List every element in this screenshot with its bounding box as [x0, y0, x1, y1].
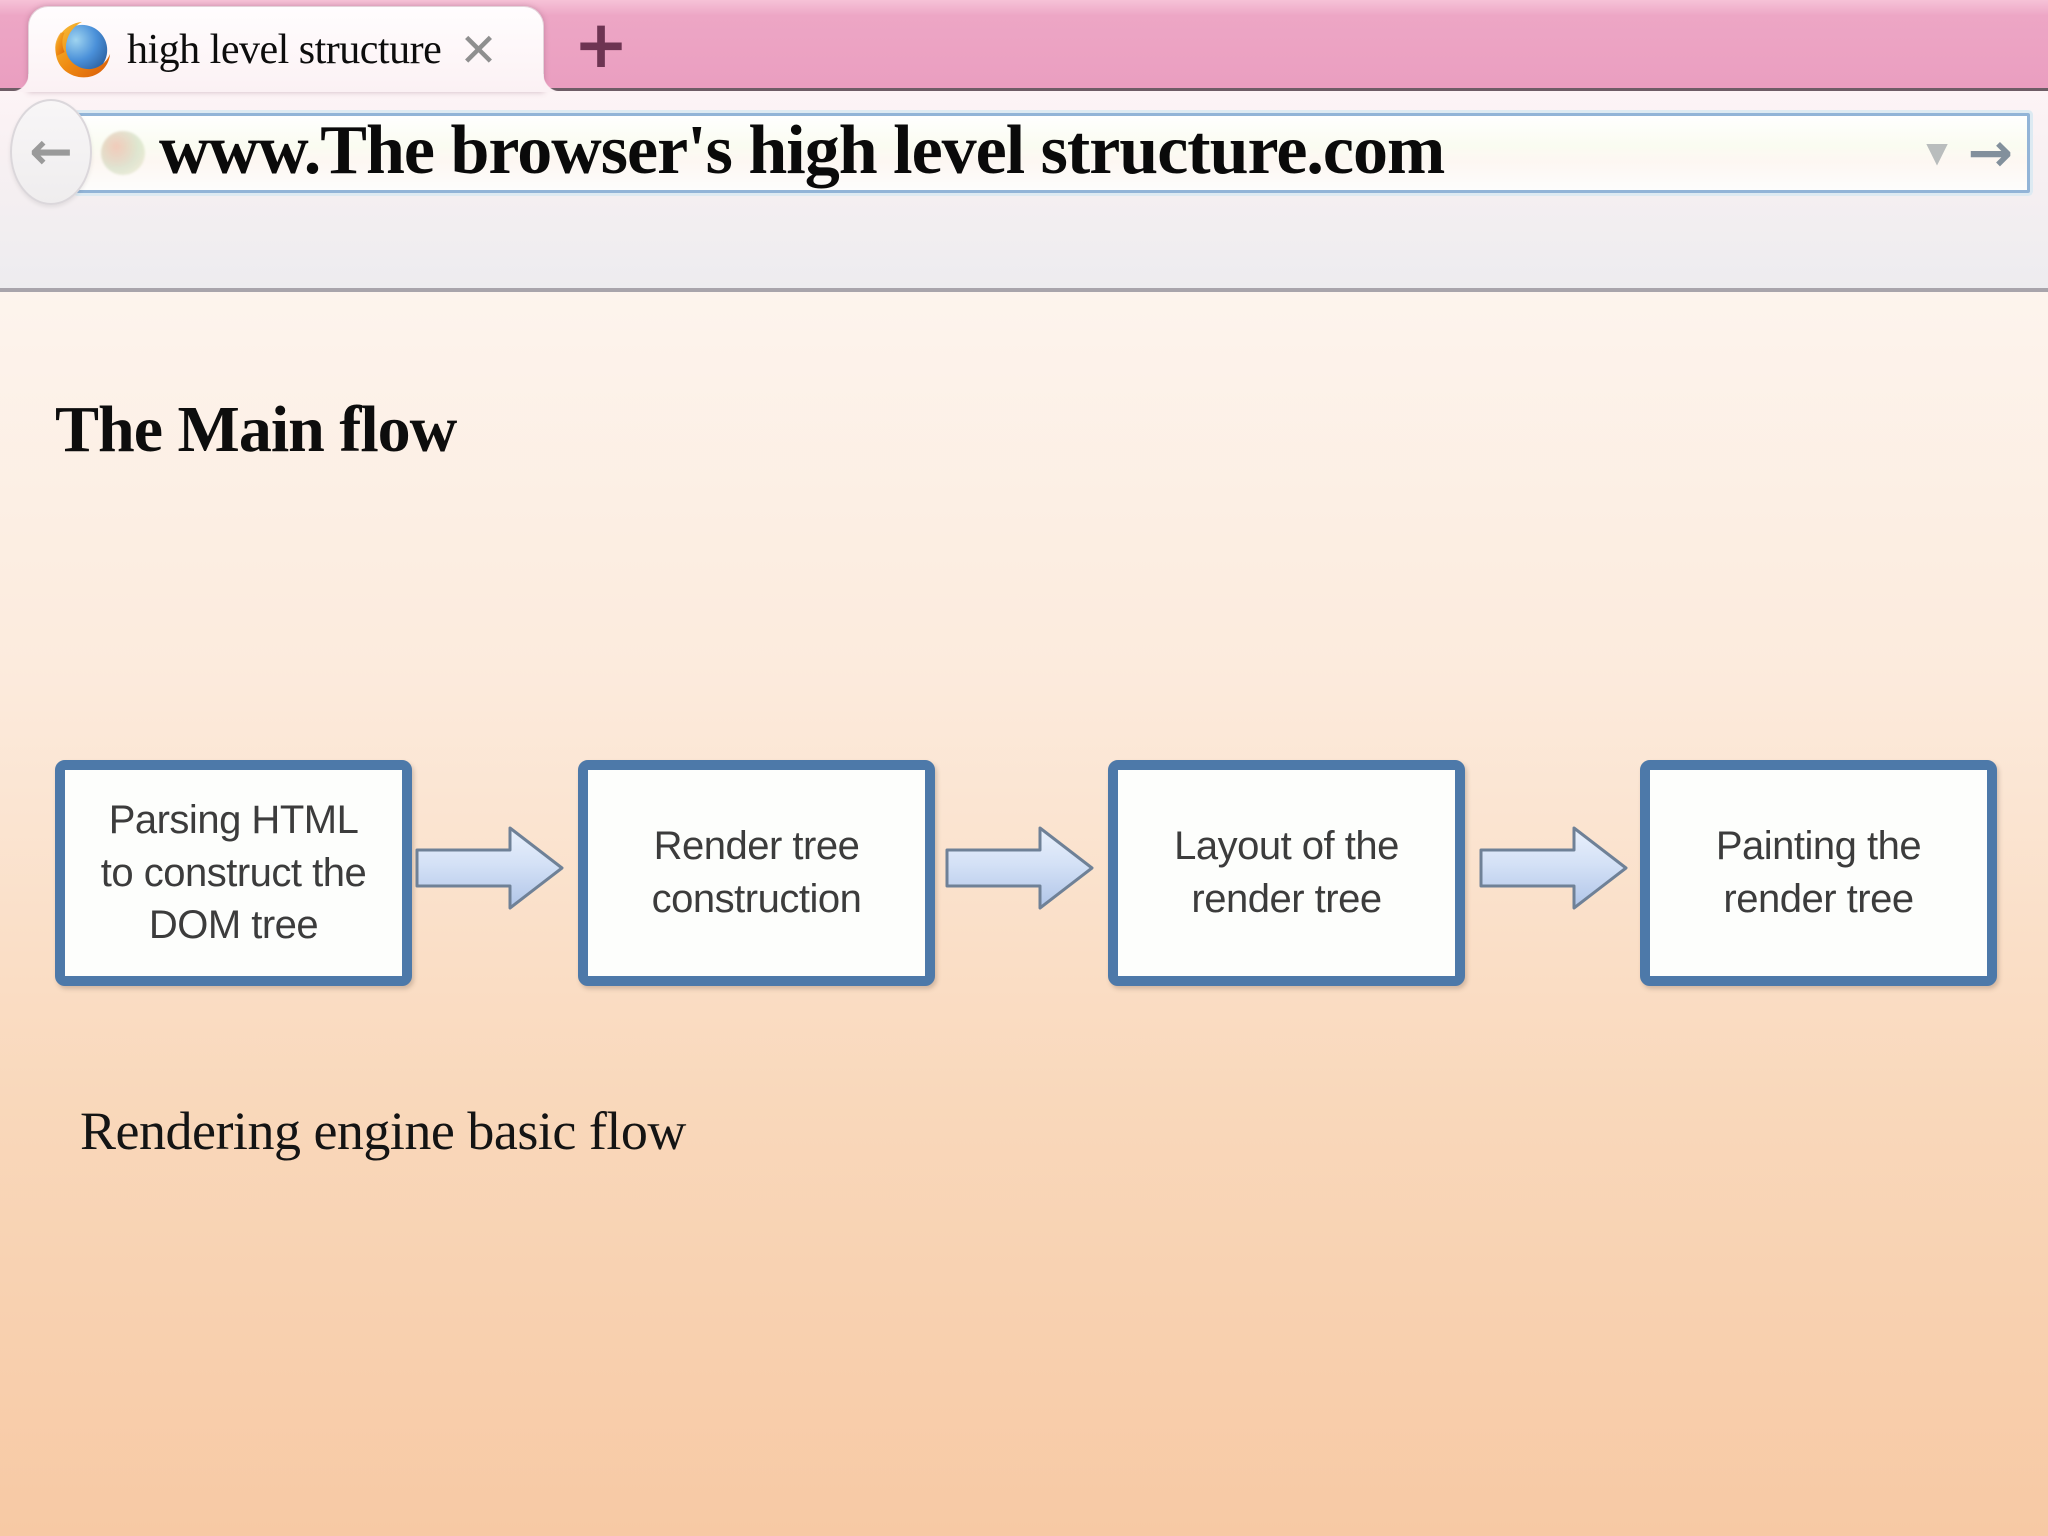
flow-arrow-icon — [1479, 826, 1628, 910]
new-tab-button[interactable]: + — [573, 6, 629, 83]
page-title: The Main flow — [55, 393, 457, 466]
address-bar[interactable]: www.The browser's high level structure.c… — [76, 113, 2030, 193]
browser-titlebar: high level structure ✕ + — [0, 0, 2048, 92]
flow-arrow-icon — [945, 826, 1094, 910]
diagram-caption: Rendering engine basic flow — [80, 1101, 686, 1161]
flow-box-label: Painting the render tree — [1715, 824, 1922, 921]
flow-box-render-tree: Render tree construction — [578, 760, 935, 986]
browser-tab[interactable]: high level structure ✕ — [11, 6, 561, 92]
go-arrow-icon[interactable]: → — [1967, 121, 2013, 184]
back-arrow-icon: ← — [29, 122, 73, 182]
url-text: www.The browser's high level structure.c… — [159, 112, 1445, 189]
tab-close-icon[interactable]: ✕ — [459, 22, 498, 77]
site-favicon — [101, 131, 145, 175]
flow-box-label: Parsing HTML to construct the DOM tree — [100, 797, 367, 948]
tab-title: high level structure — [127, 26, 442, 73]
flow-box-parsing-html: Parsing HTML to construct the DOM tree — [55, 760, 412, 986]
flow-box-label: Layout of the render tree — [1174, 824, 1399, 921]
page-content: The Main flow Parsing HTML to construct … — [0, 292, 2048, 1536]
flow-arrow-icon — [415, 826, 564, 910]
rendering-flow-diagram: Parsing HTML to construct the DOM tree R… — [0, 760, 2048, 990]
firefox-icon — [55, 21, 111, 77]
flow-box-label: Render tree construction — [651, 824, 862, 921]
flow-box-layout: Layout of the render tree — [1108, 760, 1465, 986]
flow-box-painting: Painting the render tree — [1640, 760, 1997, 986]
back-button[interactable]: ← — [10, 99, 92, 205]
url-dropdown-icon[interactable]: ▼ — [1926, 136, 1948, 169]
browser-toolbar: ← www.The browser's high level structure… — [0, 91, 2048, 292]
